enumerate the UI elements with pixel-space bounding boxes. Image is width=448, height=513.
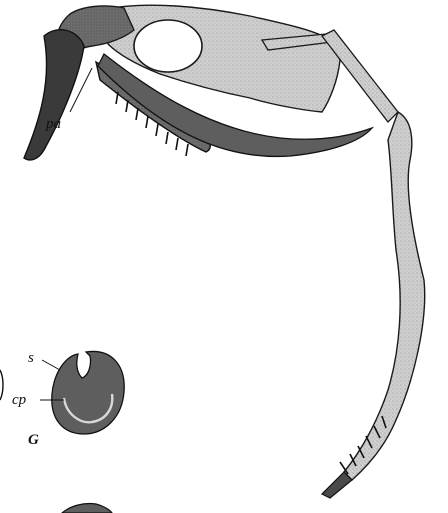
label-s: s — [28, 350, 34, 366]
next-panel-partial-shape — [62, 503, 112, 513]
s-leader-line — [42, 360, 60, 370]
fang-cross-section — [52, 351, 124, 434]
left-edge-mark — [0, 370, 3, 400]
label-pa: pa — [45, 116, 61, 132]
label-cp: cp — [12, 392, 27, 408]
fang — [24, 30, 84, 160]
mandible-tip — [322, 472, 352, 498]
orbit — [134, 20, 202, 72]
label-panel-g: G — [28, 432, 39, 448]
